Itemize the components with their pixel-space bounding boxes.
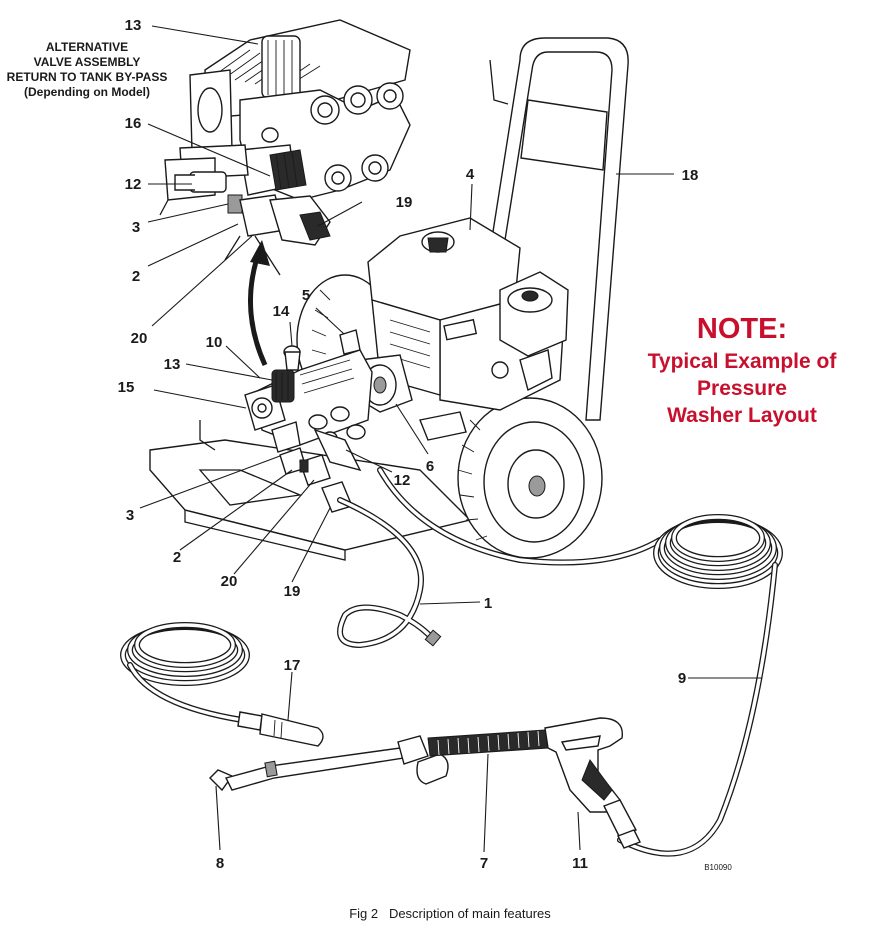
alt-note-line-3: RETURN TO TANK BY-PASS — [7, 70, 168, 84]
layout-note: NOTE: Typical Example of Pressure Washer… — [648, 313, 838, 427]
callout-8: 8 — [216, 855, 224, 872]
alt-note-line-4: (Depending on Model) — [24, 85, 150, 99]
note-line-3: Washer Layout — [667, 404, 817, 427]
alternative-valve-note: ALTERNATIVE VALVE ASSEMBLY RETURN TO TAN… — [7, 40, 168, 99]
hose-coil-right — [653, 514, 783, 589]
callout-13-top: 13 — [125, 17, 142, 34]
callout-5: 5 — [302, 287, 310, 304]
leader-lines — [139, 25, 762, 853]
callout-14: 14 — [273, 303, 290, 320]
callout-12-top: 12 — [125, 176, 142, 193]
callout-19-mid: 19 — [284, 583, 301, 600]
callout-16: 16 — [125, 115, 142, 132]
note-line-1: Typical Example of — [648, 350, 838, 373]
callout-20-mid: 20 — [221, 573, 238, 590]
hoses — [120, 467, 783, 857]
hose-coil-left — [120, 622, 250, 686]
callout-9: 9 — [678, 670, 686, 687]
callout-10: 10 — [206, 334, 223, 351]
callout-17: 17 — [284, 657, 301, 674]
alt-note-line-2: VALVE ASSEMBLY — [34, 55, 141, 69]
callout-6: 6 — [426, 458, 434, 475]
callout-12-mid: 12 — [394, 472, 411, 489]
callout-15: 15 — [118, 379, 135, 396]
callout-3-mid: 3 — [126, 507, 134, 524]
lance — [209, 729, 549, 792]
figure-caption: Fig 2 Description of main features — [349, 906, 551, 921]
trigger-gun — [544, 717, 641, 849]
callout-2-mid: 2 — [173, 549, 181, 566]
callout-7: 7 — [480, 855, 488, 872]
alt-note-line-1: ALTERNATIVE — [46, 40, 128, 54]
callout-11: 11 — [572, 855, 588, 872]
engine — [339, 217, 569, 441]
callout-2-top: 2 — [132, 268, 140, 285]
wheel-front — [457, 397, 603, 559]
replacement-arrow — [248, 240, 270, 367]
note-line-2: Pressure — [697, 377, 787, 400]
nozzle-accessory — [237, 711, 324, 747]
callout-labels: 13 16 12 3 2 19 20 4 18 5 14 10 13 15 6 … — [118, 17, 699, 872]
callout-13-mid: 13 — [164, 356, 181, 373]
note-title: NOTE: — [697, 313, 787, 345]
callout-20-top: 20 — [131, 330, 148, 347]
alternative-valve-assembly — [159, 19, 411, 276]
callout-1: 1 — [484, 595, 492, 612]
callout-18: 18 — [682, 167, 699, 184]
callout-4: 4 — [466, 166, 475, 183]
callout-19-top: 19 — [396, 194, 413, 211]
reference-code: B10090 — [704, 863, 732, 872]
trolley-frame — [149, 37, 629, 561]
callout-3-top: 3 — [132, 219, 140, 236]
